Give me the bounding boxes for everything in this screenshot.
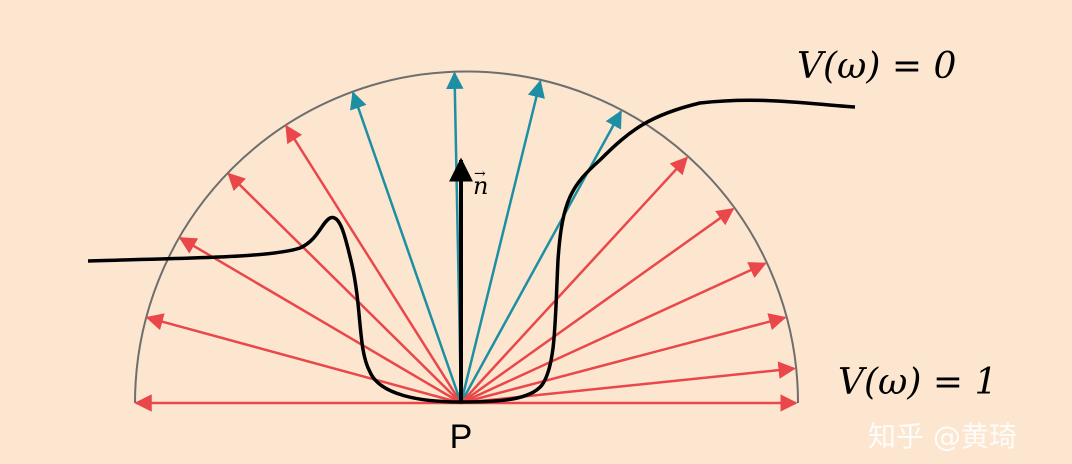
hemisphere-arc xyxy=(134,70,799,404)
ray-group xyxy=(134,71,798,412)
visible-ray xyxy=(460,262,767,405)
occluded-ray xyxy=(459,110,622,404)
visible-ray xyxy=(178,236,462,405)
visible-ray xyxy=(460,313,787,405)
visible-ray xyxy=(227,172,462,404)
occluder-curve xyxy=(87,98,856,404)
visible-ray xyxy=(145,313,462,405)
visible-ray xyxy=(460,156,688,404)
visibility-one-label: V(ω) = 1 xyxy=(838,362,997,403)
occluded-ray xyxy=(459,79,545,404)
visible-ray xyxy=(285,124,463,404)
watermark: 知乎 @黄琦 xyxy=(868,420,1017,453)
visibility-zero-label: V(ω) = 0 xyxy=(797,46,956,87)
svg-text:n: n xyxy=(473,172,488,200)
normal-label: n → xyxy=(473,166,488,200)
occluded-ray xyxy=(350,91,463,404)
svg-text:→: → xyxy=(474,166,486,182)
visible-ray xyxy=(460,207,735,405)
point-label: P xyxy=(450,418,473,456)
